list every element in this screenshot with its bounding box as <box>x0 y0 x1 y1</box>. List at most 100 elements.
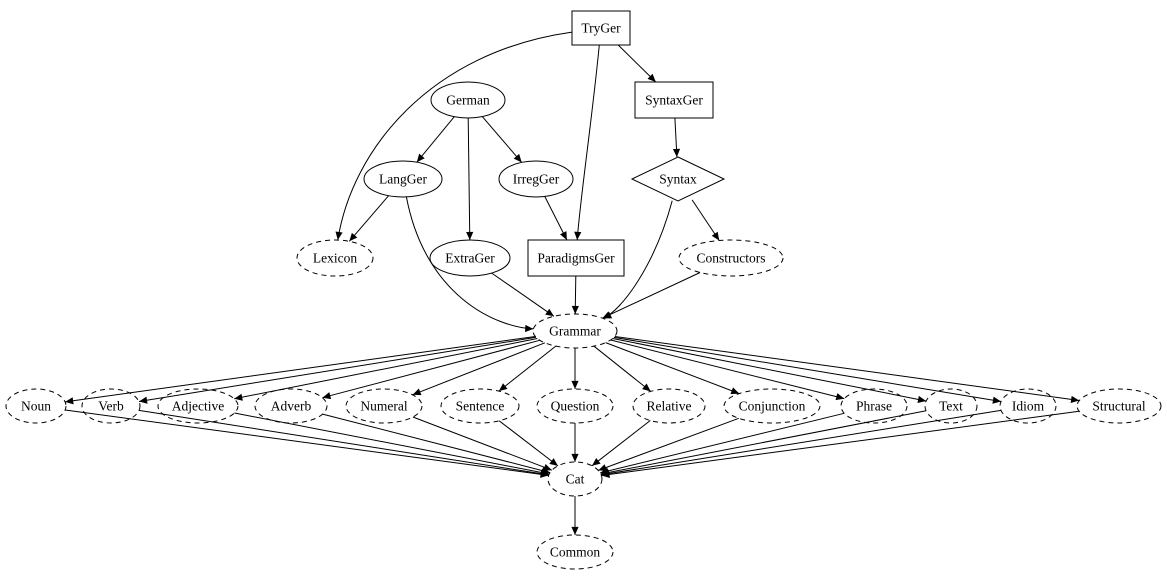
Conjunction-shape <box>723 388 821 424</box>
edge-TryGer-SyntaxGer <box>617 44 657 83</box>
Grammar-label: Grammar <box>549 323 601 338</box>
edge-Relative-Cat <box>591 420 651 467</box>
SyntaxGer-label: SyntaxGer <box>645 92 703 107</box>
edge-Structural-Cat <box>601 410 1080 478</box>
edge-Idiom-Cat <box>601 409 1001 478</box>
edge-Syntax-Constructors <box>691 199 720 241</box>
IrregGer-label: IrregGer <box>513 171 560 186</box>
node-Lexicon: Lexicon <box>296 239 374 277</box>
edge-Grammar-Structural <box>614 336 1080 403</box>
Verb-label: Verb <box>98 398 124 413</box>
Constructors-shape <box>678 239 784 277</box>
node-Numeral: Numeral <box>345 388 423 424</box>
German-shape <box>430 81 506 119</box>
edge-Grammar-Text <box>612 338 927 403</box>
Relative-label: Relative <box>647 398 692 413</box>
TryGer-label: TryGer <box>581 20 621 35</box>
ParadigmsGer-shape <box>527 239 625 277</box>
edge-Grammar-Relative <box>593 345 652 392</box>
edge-ParadigmsGer-Grammar <box>571 275 579 315</box>
edge-Grammar-Noun <box>65 336 536 405</box>
Idiom-label: Idiom <box>1012 398 1045 413</box>
edge-LangGer-Grammar <box>405 196 534 333</box>
LangGer-shape <box>363 160 443 198</box>
node-Noun: Noun <box>5 388 67 424</box>
node-Structural: Structural <box>1076 388 1162 424</box>
Text-label: Text <box>939 398 963 413</box>
edge-Grammar-Numeral <box>412 342 546 396</box>
Adjective-shape <box>157 388 239 424</box>
Lexicon-label: Lexicon <box>313 250 357 265</box>
node-SyntaxGer: SyntaxGer <box>634 81 714 119</box>
edge-Constructors-Grammar <box>602 272 701 319</box>
edge-Text-Cat <box>600 410 927 476</box>
edge-Grammar-Adjective <box>234 338 538 401</box>
Numeral-shape <box>345 388 423 424</box>
edge-Grammar-Sentence <box>498 345 557 392</box>
edge-IrregGer-ParadigmsGer <box>544 196 568 241</box>
edge-Grammar-Verb <box>138 336 537 404</box>
ExtraGer-shape <box>429 239 511 277</box>
edge-Conjunction-Cat <box>598 417 739 471</box>
node-LangGer: LangGer <box>363 160 443 198</box>
node-Cat: Cat <box>547 461 603 497</box>
edge-TryGer-ParadigmsGer <box>574 44 600 241</box>
Numeral-label: Numeral <box>360 398 407 413</box>
node-Verb: Verb <box>81 388 141 424</box>
node-ExtraGer: ExtraGer <box>429 239 511 277</box>
ParadigmsGer-label: ParadigmsGer <box>537 250 615 265</box>
Sentence-shape <box>440 388 520 424</box>
node-Constructors: Constructors <box>678 239 784 277</box>
node-Common: Common <box>536 534 614 570</box>
Question-label: Question <box>551 398 600 413</box>
Phrase-shape <box>840 388 908 424</box>
Structural-shape <box>1076 388 1162 424</box>
Relative-shape <box>632 388 706 424</box>
edge-Adverb-Cat <box>322 413 551 475</box>
Common-label: Common <box>550 544 601 559</box>
Cat-shape <box>547 461 603 497</box>
edge-Grammar-Phrase <box>610 339 845 401</box>
Adjective-label: Adjective <box>172 398 224 413</box>
edge-Grammar-Adverb <box>322 339 540 400</box>
Cat-label: Cat <box>566 471 585 486</box>
node-Conjunction: Conjunction <box>723 388 821 424</box>
edge-Phrase-Cat <box>600 412 845 475</box>
node-Phrase: Phrase <box>840 388 908 424</box>
edge-Numeral-Cat <box>412 416 553 471</box>
edge-Noun-Cat <box>65 409 549 478</box>
Text-shape <box>924 388 978 424</box>
edge-German-LangGer <box>416 116 455 163</box>
edge-LangGer-Lexicon <box>348 195 389 242</box>
node-Idiom: Idiom <box>999 388 1057 424</box>
edge-German-ExtraGer <box>466 117 474 241</box>
IrregGer-shape <box>498 160 574 198</box>
Adverb-label: Adverb <box>271 398 312 413</box>
edge-Verb-Cat <box>138 409 549 478</box>
edge-German-IrregGer <box>481 116 523 163</box>
node-Adjective: Adjective <box>157 388 239 424</box>
node-German: German <box>430 81 506 119</box>
Common-shape <box>536 534 614 570</box>
ExtraGer-label: ExtraGer <box>445 250 495 265</box>
SyntaxGer-shape <box>634 81 714 119</box>
LangGer-label: LangGer <box>379 171 427 186</box>
Constructors-label: Constructors <box>697 250 766 265</box>
node-Relative: Relative <box>632 388 706 424</box>
Conjunction-label: Conjunction <box>739 398 806 413</box>
Idiom-shape <box>999 388 1057 424</box>
Syntax-shape <box>630 156 726 202</box>
node-Sentence: Sentence <box>440 388 520 424</box>
TryGer-shape <box>571 10 631 46</box>
edge-TryGer-Lexicon <box>335 31 573 241</box>
edge-ExtraGer-Grammar <box>491 272 555 317</box>
German-label: German <box>446 92 490 107</box>
node-ParadigmsGer: ParadigmsGer <box>527 239 625 277</box>
Question-shape <box>536 388 614 424</box>
Adverb-shape <box>254 388 328 424</box>
edge-Adjective-Cat <box>234 412 550 476</box>
Noun-label: Noun <box>21 398 51 413</box>
node-Text: Text <box>924 388 978 424</box>
